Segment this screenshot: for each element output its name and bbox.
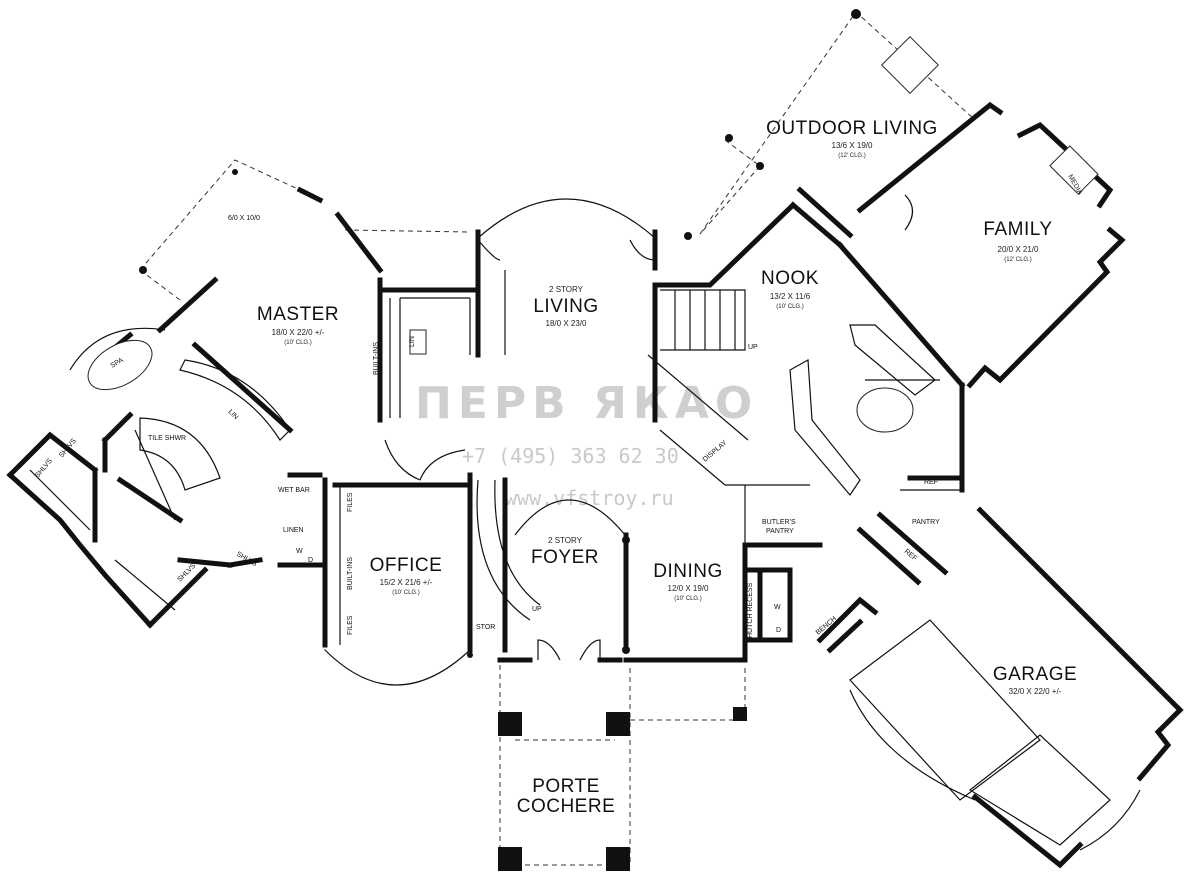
washer-label: W [296, 548, 303, 555]
room-ceiling: (10' CLG.) [776, 304, 804, 310]
room-dimensions: 20/0 X 21/0 [998, 245, 1039, 254]
room-ceiling: (10' CLG.) [392, 590, 420, 596]
room-dimensions: 13/6 X 19/0 [832, 141, 873, 150]
dryer-label: D [308, 557, 313, 564]
porte-column [498, 712, 522, 736]
hutch-recess-label: HUTCH RECESS [747, 582, 754, 638]
post [851, 9, 861, 19]
room-name: MASTER [257, 304, 339, 325]
shelves-label: SHLVS [34, 457, 54, 479]
room-dimensions: 32/0 X 22/0 +/- [1009, 687, 1062, 696]
room-living: 2 STORY LIVING 18/0 X 23/0 [533, 285, 598, 328]
post [139, 266, 147, 274]
fireplace [881, 36, 939, 94]
watermark-site: www.vfstroy.ru [505, 486, 674, 510]
room-ceiling: (10' CLG.) [674, 596, 702, 602]
stair-up-label: UP [748, 344, 758, 351]
spa-tub [87, 339, 153, 391]
interior-lines [29, 36, 1141, 851]
room-name: LIVING [533, 296, 598, 317]
built-ins-label: BUILT-INS [373, 342, 380, 375]
room-office: OFFICE 15/2 X 21/6 +/- (10' CLG.) [370, 555, 443, 596]
porte-column [498, 847, 522, 871]
linen-label: LIN [227, 408, 240, 421]
pantry-label: PANTRY [912, 519, 940, 526]
post [622, 646, 630, 654]
room-name: FAMILY [983, 219, 1052, 240]
room-garage: GARAGE 32/0 X 22/0 +/- [993, 664, 1077, 696]
closet-dimensions: 6/0 X 10/0 [228, 215, 260, 222]
room-family: FAMILY 20/0 X 21/0 (12' CLG.) [983, 219, 1052, 263]
post [232, 169, 238, 175]
post [756, 162, 764, 170]
porte-cochere-outline [499, 665, 746, 866]
room-name: NOOK [761, 268, 819, 289]
porch-post [733, 707, 747, 721]
files-label: FILES [347, 492, 354, 512]
wet-bar-label: WET BAR [278, 487, 310, 494]
room-name: GARAGE [993, 664, 1077, 685]
room-porte-cochere: PORTE COCHERE [517, 776, 616, 817]
room-dimensions: 18/0 X 22/0 +/- [272, 328, 325, 337]
room-name-line2: COCHERE [517, 796, 616, 817]
post [622, 536, 630, 544]
room-prefix: 2 STORY [548, 536, 583, 545]
linen-closet-label: LINEN [283, 527, 304, 534]
room-ceiling: (10' CLG.) [284, 340, 312, 346]
room-dimensions: 18/0 X 23/0 [546, 319, 587, 328]
room-name-line1: PORTE [532, 776, 600, 797]
room-name: FOYER [531, 547, 599, 568]
tile-shower-label: TILE SHWR [148, 435, 186, 442]
stair-up-label: UP [532, 606, 542, 613]
linen-label: LIN [409, 336, 416, 347]
room-name: OFFICE [370, 555, 443, 576]
room-dimensions: 15/2 X 21/6 +/- [380, 578, 433, 587]
master-porch-outline [139, 159, 471, 301]
room-master: MASTER 18/0 X 22/0 +/- (10' CLG.) [257, 304, 339, 346]
post [684, 232, 692, 240]
porte-column [606, 712, 630, 736]
washer-label-2: W [774, 604, 781, 611]
watermark-logo: ПЕРВ ЯКАО [415, 378, 758, 429]
files-label: FILES [347, 615, 354, 635]
watermark-phone: +7 (495) 363 62 30 [462, 444, 679, 468]
refrigerator-label: REF [903, 548, 918, 562]
refrigerator-label: REF [924, 479, 938, 486]
columns [139, 9, 861, 871]
storage-label: STOR [476, 624, 495, 631]
room-dining: DINING 12/0 X 19/0 (10' CLG.) [653, 561, 723, 602]
room-name: DINING [653, 561, 723, 582]
room-outdoor-living: OUTDOOR LIVING 13/6 X 19/0 (12' CLG.) [766, 118, 938, 159]
room-nook: NOOK 13/2 X 11/6 (10' CLG.) [761, 268, 819, 310]
butlers-pantry-label-2: PANTRY [766, 528, 794, 535]
linen-closet-box [409, 329, 427, 355]
porte-column [606, 847, 630, 871]
room-prefix: 2 STORY [549, 285, 584, 294]
room-dimensions: 13/2 X 11/6 [770, 292, 811, 301]
kitchen-counter [789, 359, 861, 496]
post [725, 134, 733, 142]
butlers-pantry-label: BUTLER'S [762, 519, 796, 526]
room-ceiling: (12' CLG.) [1004, 257, 1032, 263]
media-cabinet [1049, 145, 1099, 195]
watermark: ПЕРВ ЯКАО +7 (495) 363 62 30 www.vfstroy… [415, 378, 758, 510]
dryer-label-2: D [776, 627, 781, 634]
kitchen-island [856, 387, 914, 433]
room-dimensions: 12/0 X 19/0 [668, 584, 709, 593]
post [467, 652, 473, 658]
room-foyer: 2 STORY FOYER [531, 536, 599, 568]
built-ins-label: BUILT-INS [347, 557, 354, 590]
display-label: DISPLAY [702, 439, 729, 463]
room-name: OUTDOOR LIVING [766, 118, 938, 139]
room-ceiling: (12' CLG.) [838, 153, 866, 159]
